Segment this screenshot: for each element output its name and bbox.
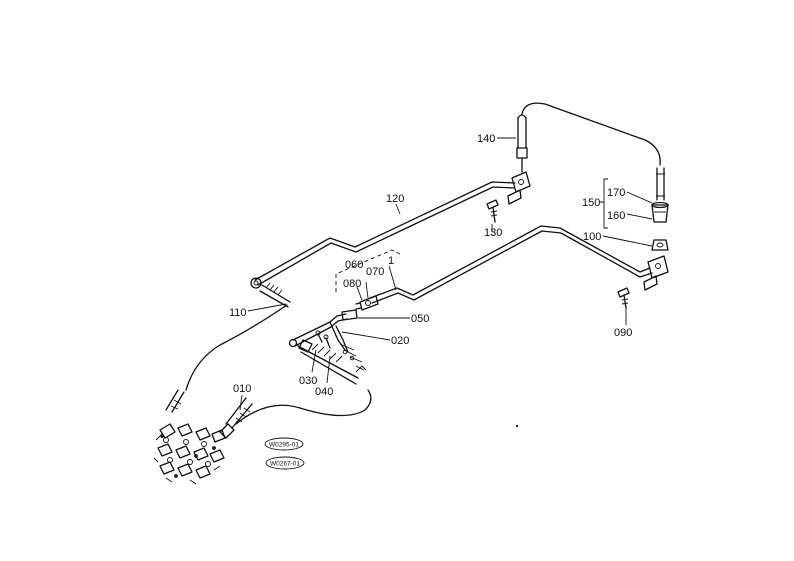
reference-stamp-2: W0267-01 bbox=[265, 456, 305, 470]
reference-stamp-1: W0295-01 bbox=[264, 437, 304, 451]
callout-070: 070 bbox=[366, 266, 384, 278]
filter-cup-160 bbox=[651, 201, 669, 223]
screw-130 bbox=[486, 199, 499, 223]
callout-120: 120 bbox=[386, 193, 404, 205]
callout-050: 050 bbox=[411, 313, 429, 325]
pipe-120 bbox=[254, 181, 516, 286]
callout-110: 110 bbox=[229, 307, 247, 319]
callout-010: 010 bbox=[233, 383, 251, 395]
injection-pipe-020 bbox=[288, 309, 358, 353]
pipe-lower bbox=[369, 225, 653, 304]
fitting-070-080 bbox=[355, 295, 379, 311]
group-060-outline bbox=[335, 249, 401, 292]
callout-080: 080 bbox=[343, 278, 361, 290]
callout-130: 130 bbox=[484, 227, 502, 239]
stamp-text-2: W0267-01 bbox=[270, 461, 300, 468]
callout-030: 030 bbox=[299, 375, 317, 387]
bracket-right bbox=[643, 255, 669, 291]
banjo-fitting-110 bbox=[250, 277, 291, 308]
callout-090: 090 bbox=[614, 327, 632, 339]
nut-100 bbox=[651, 239, 669, 251]
stamp-text-1: W0295-01 bbox=[269, 442, 299, 449]
callout-100: 100 bbox=[583, 231, 601, 243]
hose-110-lower bbox=[165, 304, 288, 413]
callout-150: 150 bbox=[582, 197, 600, 209]
callout-1: 1 bbox=[388, 255, 394, 267]
hose-loop bbox=[521, 102, 661, 166]
callout-170: 170 bbox=[607, 187, 625, 199]
stray-dot bbox=[515, 424, 519, 428]
brace-150 bbox=[600, 178, 608, 229]
screw-090 bbox=[617, 287, 630, 309]
callout-020: 020 bbox=[391, 335, 409, 347]
callout-160: 160 bbox=[607, 210, 625, 222]
injection-pump-cluster bbox=[153, 423, 226, 485]
leader-lines bbox=[239, 137, 653, 411]
bracket-top bbox=[507, 171, 531, 205]
pipe-fitting-140 bbox=[516, 114, 528, 173]
callout-140: 140 bbox=[477, 133, 495, 145]
pipe-stub-170 bbox=[656, 167, 665, 201]
callout-060: 060 bbox=[345, 259, 363, 271]
callout-040: 040 bbox=[315, 386, 333, 398]
hose-010 bbox=[219, 389, 372, 439]
